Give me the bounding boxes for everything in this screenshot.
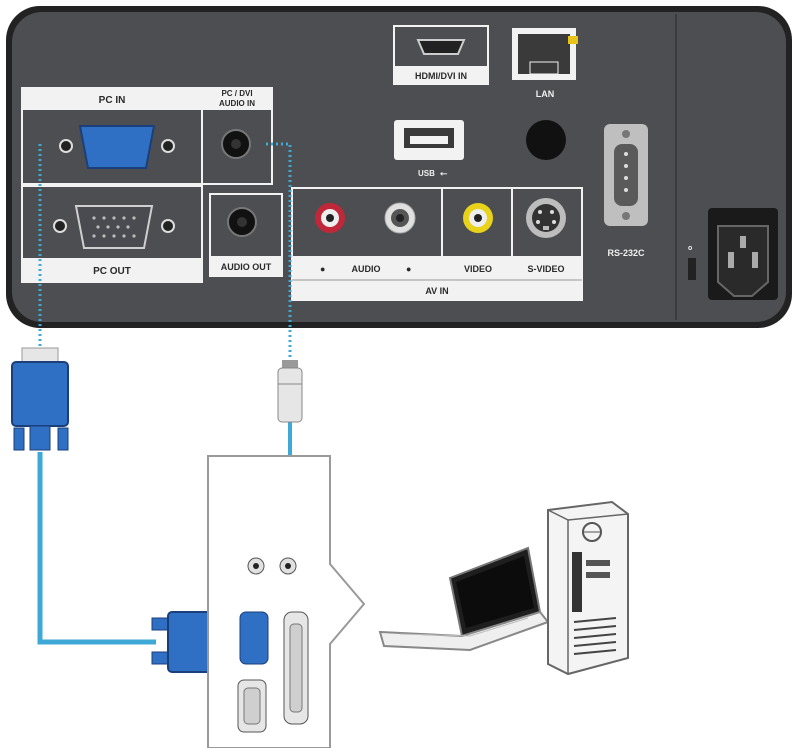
computer-port-panel — [207, 455, 366, 748]
audio-r-jack[interactable] — [384, 202, 416, 234]
audio-l-jack[interactable] — [315, 203, 345, 233]
audio-out-label: AUDIO OUT — [221, 262, 272, 272]
pc-out-label: PC OUT — [93, 266, 131, 277]
video-jack[interactable] — [463, 203, 493, 233]
round-port[interactable] — [526, 120, 566, 160]
rs232c-port[interactable] — [604, 124, 648, 226]
vga-plug-top — [11, 361, 69, 427]
video-label: VIDEO — [464, 264, 492, 274]
audio-in-label: AUDIO IN — [219, 99, 255, 108]
pc-vga-port[interactable] — [239, 611, 269, 665]
projector-rear-panel: o PC IN PC / DVI AUDIO IN PC OUT — [6, 6, 792, 328]
power-switch-icon — [688, 258, 696, 280]
hdmi-dvi-in-label: HDMI/DVI IN — [415, 71, 467, 81]
power-inlet[interactable] — [708, 208, 778, 300]
svg-text:●: ● — [406, 264, 411, 274]
usb-label: USB — [418, 169, 435, 178]
lan-label: LAN — [536, 89, 555, 99]
pc-out-port[interactable] — [53, 205, 175, 249]
laptop-icon — [378, 546, 550, 652]
svg-text:●: ● — [320, 264, 325, 274]
s-video-label: S-VIDEO — [527, 264, 564, 274]
av-in-label: AV IN — [425, 286, 448, 296]
pc-in-label: PC IN — [99, 95, 126, 106]
pc-dvi-label: PC / DVI — [221, 89, 252, 98]
hdmi-port[interactable] — [416, 39, 466, 55]
rs232c-label: RS-232C — [607, 248, 645, 258]
pc-in-port[interactable] — [59, 125, 175, 169]
audio-plug-top — [277, 367, 303, 423]
s-video-jack[interactable] — [526, 198, 566, 238]
usb-icon: ⭠ — [440, 168, 448, 178]
audio-label: AUDIO — [352, 264, 381, 274]
svg-text:o: o — [688, 245, 692, 252]
desktop-tower-icon — [547, 500, 629, 676]
